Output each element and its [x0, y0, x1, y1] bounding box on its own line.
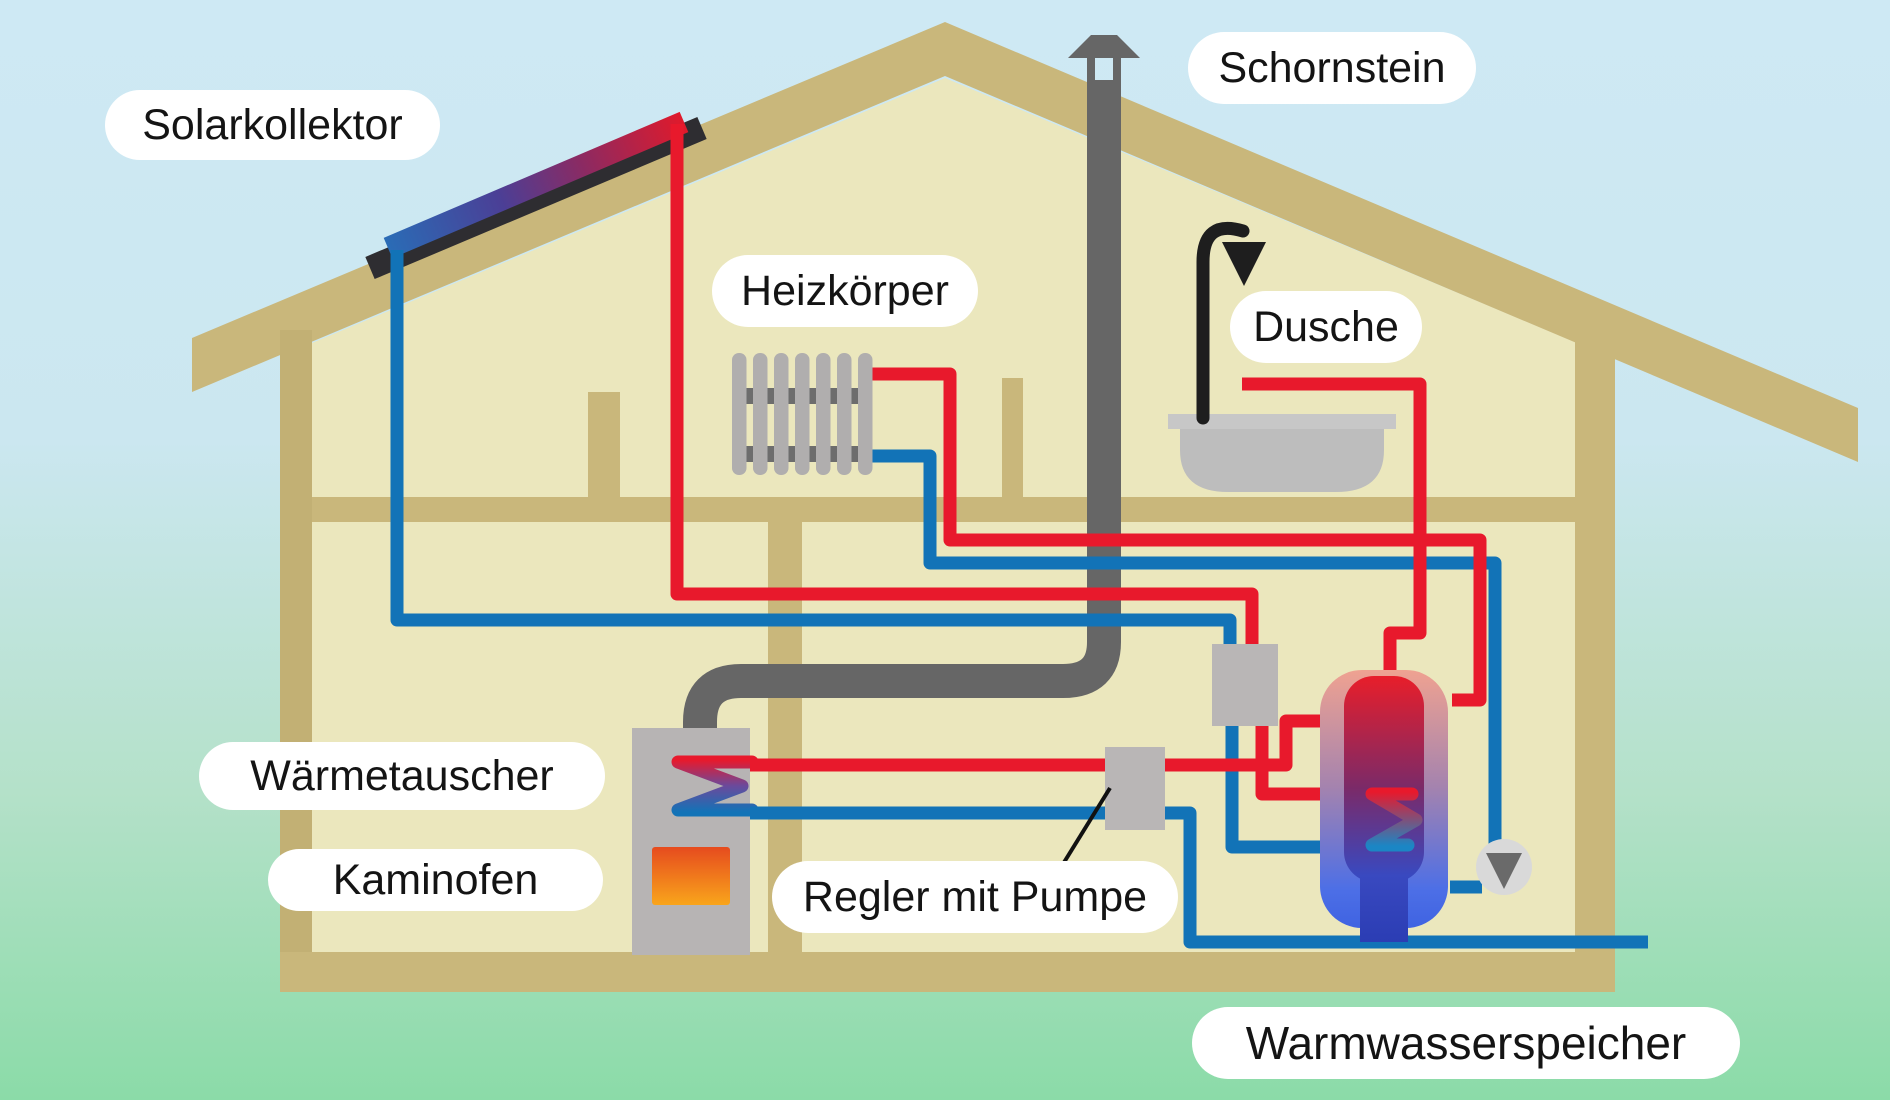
stove-fire — [652, 847, 730, 905]
pipe-radiator-return — [858, 449, 1502, 845]
label-solarkollektor: Solarkollektor — [105, 90, 440, 160]
cold-water-pipes — [390, 250, 1648, 949]
attic-stud-left — [588, 392, 620, 497]
hot-water-tank — [1320, 670, 1448, 942]
tank-coil — [1365, 787, 1423, 852]
house-base — [280, 952, 1615, 992]
pipe-stove-cold-main — [750, 806, 1648, 949]
solar-collector — [365, 111, 707, 280]
pipe-radiator-supply — [858, 367, 1487, 707]
pipe-stove-to-tank — [750, 714, 1338, 772]
regler-pointer-line — [1061, 786, 1112, 866]
solar-controller-box — [1212, 644, 1278, 726]
label-warmwasserspeicher: Warmwasserspeicher — [1192, 1007, 1740, 1079]
right-wall — [1575, 330, 1615, 992]
heat-exchanger-coil — [671, 755, 759, 817]
pipe-shower-hot — [1242, 377, 1427, 680]
label-waermetauscher: Wärmetauscher — [199, 742, 605, 810]
label-schornstein: Schornstein — [1188, 32, 1476, 104]
chimney — [683, 35, 1140, 734]
bathtub — [1168, 414, 1396, 492]
shower — [1196, 221, 1266, 425]
pipe-solar-supply — [670, 124, 1259, 650]
chimney-cap — [1068, 35, 1140, 58]
circulation-pump — [1476, 839, 1532, 895]
shower-head — [1222, 242, 1266, 286]
radiator — [732, 353, 873, 475]
attic-stud-right — [1002, 378, 1023, 497]
roof — [192, 22, 1858, 462]
label-kaminofen: Kaminofen — [268, 849, 603, 911]
label-heizkoerper: Heizkörper — [712, 255, 978, 327]
label-dusche: Dusche — [1230, 291, 1422, 363]
regler-mit-pumpe-box — [1105, 747, 1165, 830]
label-regler-mit-pumpe: Regler mit Pumpe — [772, 861, 1178, 933]
hot-water-pipes — [670, 124, 1487, 801]
pipe-solar-return — [390, 250, 1237, 650]
